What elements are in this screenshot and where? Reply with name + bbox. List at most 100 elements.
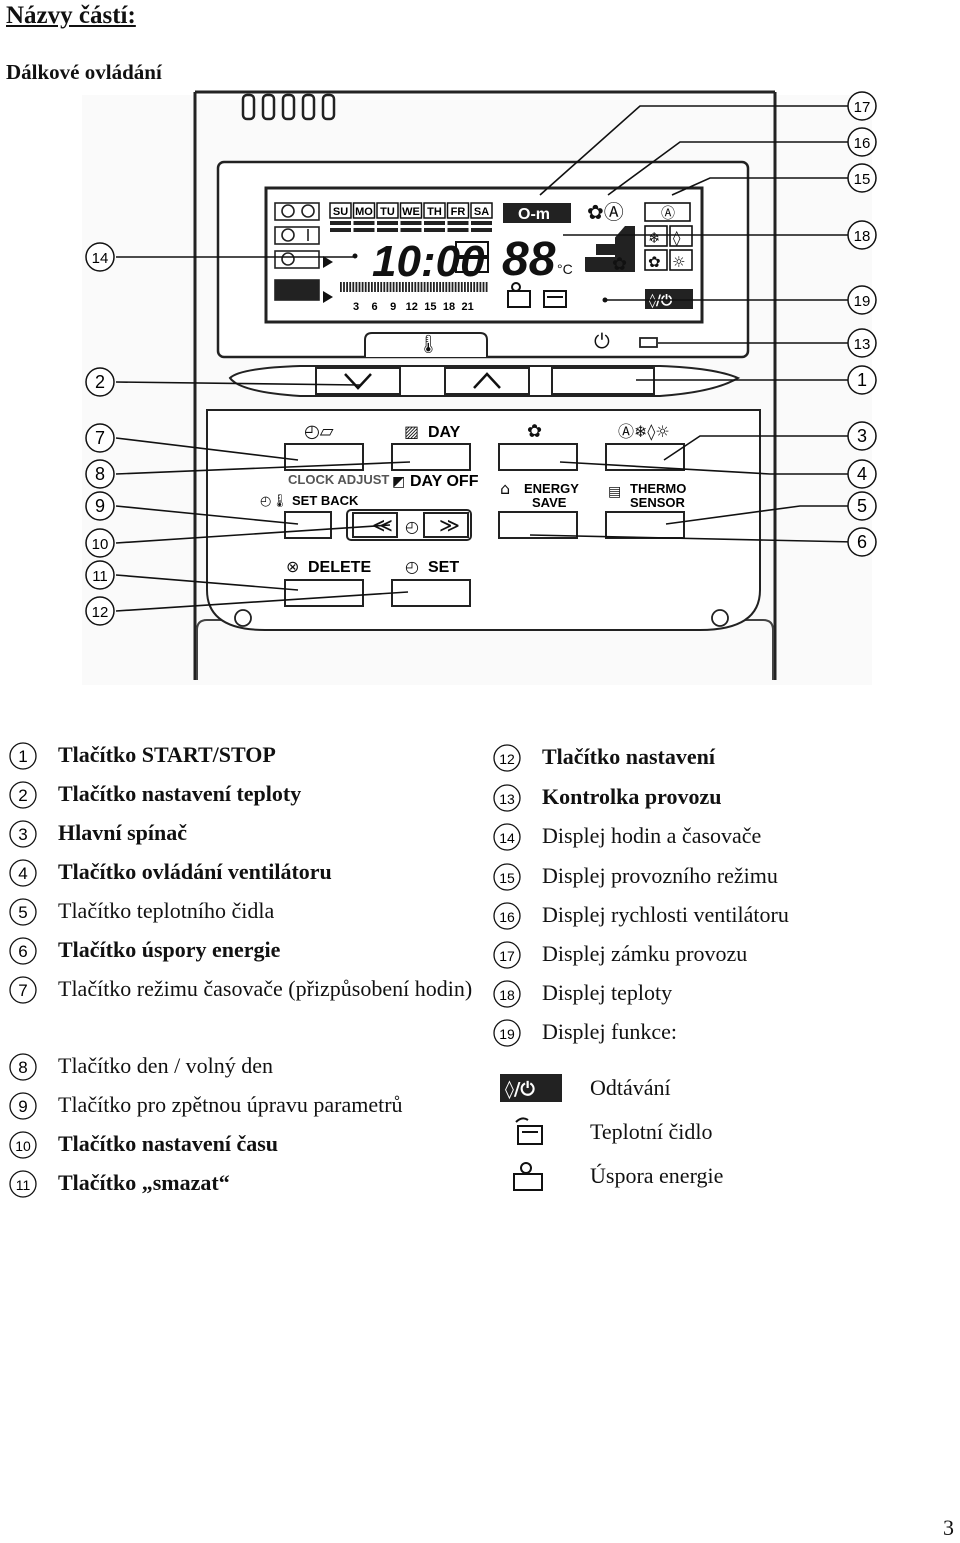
start-stop-button[interactable] (551, 367, 655, 395)
svg-text:10: 10 (92, 536, 109, 553)
svg-text:8: 8 (95, 464, 105, 484)
lcd-day-bar (424, 228, 445, 232)
day-button[interactable] (391, 443, 471, 471)
lcd-day-label: MO (355, 206, 373, 218)
lcd-hour-tick (380, 282, 383, 292)
svg-text:11: 11 (16, 1177, 31, 1193)
lcd-day-label: TH (427, 206, 442, 218)
svg-text:11: 11 (92, 568, 108, 585)
temp-up-button[interactable] (444, 367, 530, 395)
lcd-hour-tick (479, 282, 482, 292)
lcd-day-box (329, 202, 352, 219)
svg-text:◩: ◩ (392, 474, 405, 490)
svg-text:▨: ▨ (404, 422, 419, 441)
callout-number-icon: 12 (493, 744, 521, 772)
delete-button[interactable] (284, 579, 364, 607)
svg-text:2: 2 (18, 786, 27, 805)
lcd-hour-tick (457, 282, 460, 292)
fan-speed-button[interactable] (498, 443, 578, 471)
svg-text:7: 7 (95, 428, 105, 448)
lcd-day-label: TU (380, 206, 395, 218)
lcd-hour-tick (343, 282, 345, 292)
function-label: Úspora energie (590, 1163, 724, 1188)
callout-number-icon: 4 (9, 859, 37, 887)
set-back-button[interactable] (284, 511, 332, 539)
lcd-hour-tick (433, 282, 435, 292)
svg-text:16: 16 (499, 909, 515, 925)
callout-18: 18 (847, 220, 877, 250)
lcd-day-box (352, 202, 376, 219)
legend-text: Tlačítko teplotního čidla (58, 898, 275, 923)
sensor-label: SENSOR (630, 495, 686, 510)
temp-down-button[interactable] (315, 367, 401, 395)
svg-text:◊: ◊ (673, 229, 681, 247)
function-display (645, 289, 693, 309)
callout-number-icon: 16 (493, 902, 521, 930)
function-row-defrost: ◊/⏻ Odtávání (500, 1072, 671, 1104)
lcd-hour-tick (460, 282, 463, 292)
lcd-day-bar (377, 228, 398, 232)
legend-text: Displej teploty (542, 980, 673, 1005)
lcd-hour-tick (371, 282, 373, 292)
lcd-hour-tick (442, 282, 445, 292)
page-title: Názvy částí: (6, 2, 136, 29)
svg-text:9: 9 (18, 1097, 27, 1116)
callout-number-icon: 11 (9, 1170, 37, 1198)
lcd-day-label: WE (402, 206, 420, 218)
set-label: SET (428, 559, 459, 576)
svg-text:15: 15 (854, 171, 871, 188)
lcd-hour-tick (377, 282, 379, 292)
time-back-button[interactable] (352, 512, 398, 538)
svg-text:4: 4 (18, 864, 27, 883)
set-button[interactable] (391, 579, 471, 607)
lcd-hour-tick (470, 282, 472, 292)
lcd-hour-tick (473, 282, 476, 292)
callout-13: 13 (847, 328, 877, 358)
callout-number-icon: 19 (493, 1019, 521, 1047)
lcd-hour-tick (464, 282, 466, 292)
callout-8: 8 (85, 459, 115, 489)
defrost-icon: ◊/⏻ (500, 1074, 562, 1102)
day-off-label: DAY OFF (410, 473, 479, 490)
lcd-hour-tick (423, 282, 426, 292)
svg-text:5: 5 (857, 496, 867, 516)
lcd-hour-tick (420, 282, 423, 292)
svg-text:4: 4 (857, 464, 867, 484)
lcd-hour-label: 18 (443, 301, 455, 313)
lcd-hour-tick (451, 282, 454, 292)
lcd-hour-tick (426, 282, 429, 292)
lcd-hour-tick (358, 282, 361, 292)
svg-text:13: 13 (854, 336, 871, 353)
lcd-hour-tick (361, 282, 364, 292)
svg-text:≫: ≫ (439, 513, 460, 537)
callout-9: 9 (85, 491, 115, 521)
time-forward-button[interactable] (423, 512, 469, 538)
lcd-hour-tick (411, 282, 414, 292)
callout-number-icon: 15 (493, 863, 521, 891)
lcd-day-label: SA (474, 206, 489, 218)
lcd-hour-tick (454, 282, 457, 292)
svg-text:✿: ✿ (648, 253, 661, 271)
svg-text:✿Ⓐ: ✿Ⓐ (587, 200, 624, 224)
lcd-hour-label: 12 (406, 301, 418, 313)
svg-text:16: 16 (854, 135, 871, 152)
svg-text:❄: ❄ (648, 229, 661, 247)
callout-number-icon: 2 (9, 781, 37, 809)
operation-lamp[interactable] (639, 337, 658, 348)
svg-text:19: 19 (854, 293, 871, 310)
lcd-hour-tick (436, 282, 438, 292)
lcd-hour-tick (364, 282, 367, 292)
thermo-sensor-button[interactable] (605, 511, 685, 539)
callout-number-icon: 1 (9, 742, 37, 770)
energy-save-button[interactable] (498, 511, 578, 539)
svg-text:14: 14 (92, 250, 109, 267)
callout-number-icon: 6 (9, 937, 37, 965)
